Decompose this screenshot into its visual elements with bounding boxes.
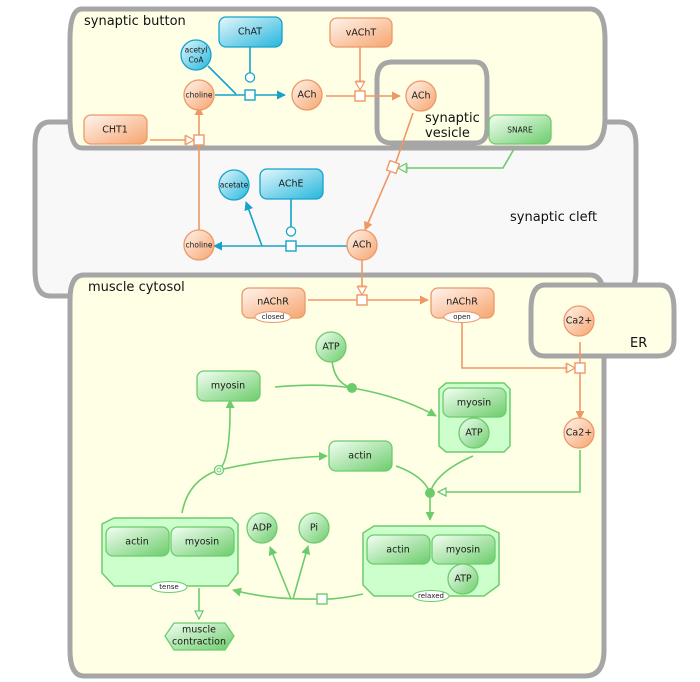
node-ca-cytosol[interactable]: Ca2+ [563,417,595,449]
ca-cytosol-label: Ca2+ [566,428,592,439]
ca-er-label: Ca2+ [566,316,592,327]
pi-label: Pi [310,523,318,534]
tense-actin-label: actin [125,537,148,548]
relaxed-atp-label: ATP [454,574,472,585]
ach-cleft-label: ACh [353,240,372,251]
process-node-vacht [354,90,366,102]
node-acetate[interactable]: acetate [218,169,250,201]
edges-synaptic-button [150,47,401,234]
label-synaptic-vesicle-2: vesicle [425,126,470,141]
phenotype-label-2: contraction [172,637,226,648]
snare-label: SNARE [507,126,533,135]
process-node-ca-release [574,362,586,374]
ach-vesicle-label: ACh [412,91,431,102]
cht1-label: CHT1 [102,125,128,136]
state-variable-tense [150,581,188,593]
node-pi[interactable]: Pi [298,512,330,544]
node-actin[interactable]: actin [328,440,393,472]
compartment-er [528,282,677,359]
tense-myosin-label: myosin [185,537,219,548]
node-atp[interactable]: ATP [315,331,347,363]
node-ach-vesicle[interactable]: ACh [405,80,437,112]
node-ach-cleft[interactable]: ACh [346,229,378,261]
process-node-exocytosis [385,159,401,175]
choline-button-label: choline [185,91,212,100]
ache-label: AChE [279,179,304,190]
edges-synaptic-cleft [213,112,515,306]
nachr-open-label: nAChR [446,297,478,308]
label-synaptic-cleft: synaptic cleft [510,210,597,225]
nachr-open-state-label: open [453,313,470,321]
process-node-cht1 [193,134,205,146]
dissociation-node [213,464,225,476]
label-muscle-cytosol: muscle cytosol [88,280,185,295]
node-adp[interactable]: ADP [246,512,278,544]
process-node-nachr [356,294,368,306]
actin-label: actin [348,451,371,462]
node-choline-button[interactable]: choline [183,79,215,111]
relaxed-actin-label: actin [386,545,409,556]
state-variable-relaxed [412,590,450,602]
relaxed-state-label: relaxed [418,592,444,600]
state-variable-open [443,311,481,323]
node-ache[interactable]: AChE [259,168,324,200]
label-synaptic-button: synaptic button [84,14,186,29]
phenotype-label-1: muscle [182,625,216,636]
ach-button-label: ACh [298,90,317,101]
node-choline-cleft[interactable]: choline [183,229,215,261]
node-cht1[interactable]: CHT1 [83,114,148,145]
myosin-label: myosin [211,381,245,392]
node-ach-button[interactable]: ACh [291,79,323,111]
process-node-ache [285,240,297,252]
complex-actomyosin-relaxed[interactable]: actin myosin ATP relaxed [362,525,500,602]
nachr-closed-label: nAChR [257,297,289,308]
edges-muscle-cytosol [181,322,586,619]
vacht-label: vAChT [346,28,377,39]
state-variable-closed [254,311,292,323]
node-vacht[interactable]: vAChT [329,17,393,48]
acetyl-coa-label-2: CoA [189,56,205,65]
chat-label: ChAT [238,27,262,38]
node-ca-er[interactable]: Ca2+ [563,305,595,337]
tense-state-label: tense [159,583,178,591]
process-node-hydrolysis [316,593,328,605]
label-er: ER [630,336,647,351]
node-myosin[interactable]: myosin [196,370,261,402]
acetate-label: acetate [220,181,249,190]
node-acetyl-coa[interactable]: acetyl CoA [180,39,212,71]
association-node-myosin-atp [347,383,357,393]
choline-cleft-label: choline [185,241,212,250]
process-node-chat [244,89,256,101]
node-snare[interactable]: SNARE [488,114,552,145]
complex-atp-label: ATP [465,428,483,439]
complex-myosin-atp[interactable]: myosin ATP [438,382,511,453]
atp-label: ATP [322,342,340,353]
complex-myosin-label: myosin [457,398,491,409]
phenotype-muscle-contraction[interactable]: muscle contraction [164,622,235,651]
node-nachr-closed[interactable]: nAChR closed [241,287,306,323]
relaxed-myosin-label: myosin [446,545,480,556]
nachr-closed-state-label: closed [262,313,284,321]
complex-actomyosin-tense[interactable]: actin myosin tense [101,517,239,593]
acetyl-coa-label-1: acetyl [185,46,208,55]
node-chat[interactable]: ChAT [218,16,283,48]
label-synaptic-vesicle-1: synaptic [425,111,480,126]
adp-label: ADP [252,523,272,534]
node-nachr-open[interactable]: nAChR open [430,287,495,323]
association-node-actomyosin [425,488,435,498]
